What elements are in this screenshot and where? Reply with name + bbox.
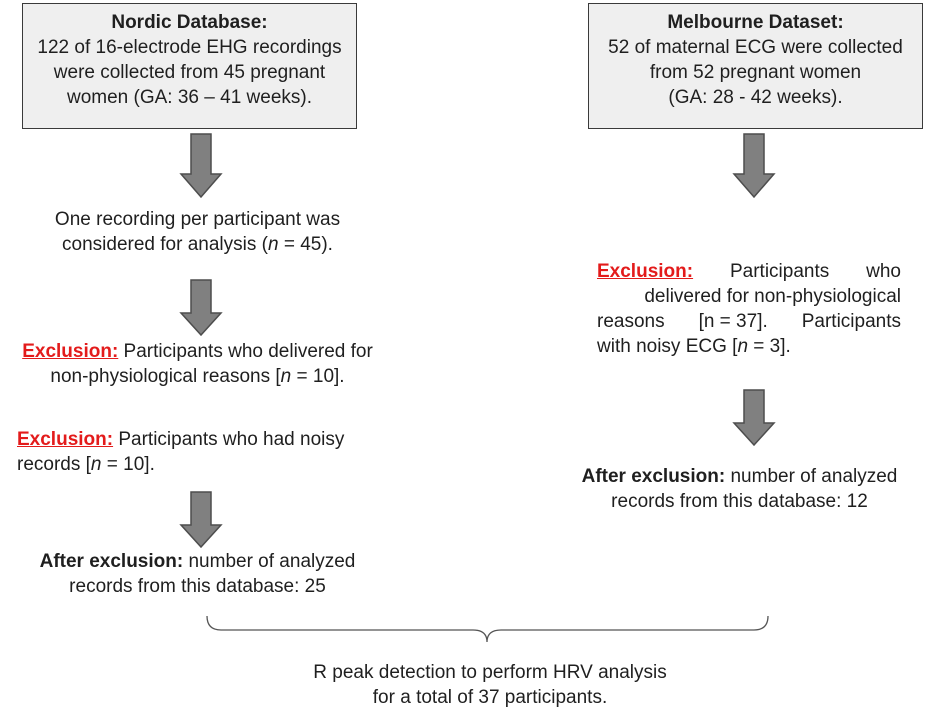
text-part: = 10]. — [101, 454, 155, 475]
merge-brace — [206, 615, 769, 643]
melbourne-exclusion-line: delivered for non-physiological — [644, 286, 901, 307]
down-arrow-icon — [732, 389, 776, 447]
nordic-exclusion-1-line: non-physiological reasons [n = 10]. — [0, 364, 395, 389]
melbourne-after-exclusion: After exclusion: number of analyzed reco… — [552, 464, 927, 514]
text-part: Participants who had noisy — [113, 429, 345, 450]
exclusion-label: Exclusion: — [597, 261, 694, 282]
text-part: = 45). — [278, 234, 333, 255]
exclusion-label: Exclusion: — [17, 429, 114, 450]
nordic-box-line: women (GA: 36 – 41 weeks). — [67, 87, 312, 108]
melbourne-box-title: Melbourne Dataset: — [667, 12, 844, 33]
nordic-box-title: Nordic Database: — [111, 12, 268, 33]
text-part: who — [866, 261, 901, 282]
nordic-after-line: After exclusion: number of analyzed — [0, 549, 395, 574]
exclusion-label: Exclusion: — [22, 341, 119, 362]
text-part: Participants — [729, 261, 830, 282]
text-part: considered for analysis ( — [62, 234, 268, 255]
summary-line: for a total of 37 participants. — [372, 687, 608, 708]
text-part: = 10]. — [291, 366, 345, 387]
after-exclusion-label: After exclusion: — [581, 466, 726, 487]
nordic-after-line: records from this database: 25 — [69, 576, 326, 597]
text-part: n — [90, 454, 102, 475]
text-part: number of analyzed — [725, 466, 898, 487]
nordic-exclusion-1-line: Exclusion: Participants who delivered fo… — [0, 339, 395, 364]
nordic-selection-text: One recording per participant was consid… — [0, 207, 395, 257]
nordic-exclusion-2: Exclusion: Participants who had noisy re… — [17, 427, 377, 477]
melbourne-dataset-box: Melbourne Dataset: 52 of maternal ECG we… — [588, 3, 923, 129]
summary-text: R peak detection to perform HRV analysis… — [240, 660, 740, 710]
text-part: reasons — [597, 311, 665, 332]
down-arrow-icon — [179, 491, 223, 549]
summary-line: R peak detection to perform HRV analysis — [313, 662, 667, 683]
text-part: n — [267, 234, 279, 255]
text-part: Participants — [801, 311, 901, 332]
nordic-box-line: were collected from 45 pregnant — [53, 62, 326, 83]
nordic-exclusion-2-line: Exclusion: Participants who had noisy — [17, 427, 377, 452]
after-exclusion-label: After exclusion: — [39, 551, 184, 572]
down-arrow-icon — [732, 133, 776, 199]
text-part: = 3]. — [748, 336, 791, 357]
nordic-database-box: Nordic Database: 122 of 16-electrode EHG… — [22, 3, 357, 129]
text-part: records [ — [17, 454, 91, 475]
nordic-exclusion-2-line: records [n = 10]. — [17, 452, 377, 477]
melbourne-box-line: (GA: 28 - 42 weeks). — [668, 87, 843, 108]
text-part: number of analyzed — [183, 551, 356, 572]
text-part: [n = 37]. — [698, 311, 768, 332]
text-part: n — [280, 366, 292, 387]
down-arrow-icon — [179, 279, 223, 337]
text-part: Participants who delivered for — [118, 341, 373, 362]
melbourne-exclusion: Exclusion: Participants who delivered fo… — [597, 259, 901, 359]
melbourne-after-line: records from this database: 12 — [611, 491, 868, 512]
melbourne-box-line: from 52 pregnant women — [649, 62, 862, 83]
melbourne-exclusion-line: reasons [n = 37]. Participants — [597, 309, 901, 334]
melbourne-box-line: 52 of maternal ECG were collected — [608, 37, 903, 58]
nordic-selection-line: considered for analysis (n = 45). — [0, 232, 395, 257]
text-part: non-physiological reasons [ — [50, 366, 281, 387]
melbourne-exclusion-line: with noisy ECG [n = 3]. — [597, 334, 901, 359]
text-part: with noisy ECG [ — [597, 336, 738, 357]
nordic-after-exclusion: After exclusion: number of analyzed reco… — [0, 549, 395, 599]
melbourne-exclusion-line: Exclusion: Participants who — [597, 259, 901, 284]
nordic-box-line: 122 of 16-electrode EHG recordings — [37, 37, 342, 58]
nordic-selection-line: One recording per participant was — [54, 209, 341, 230]
down-arrow-icon — [179, 133, 223, 199]
melbourne-after-line: After exclusion: number of analyzed — [552, 464, 927, 489]
nordic-exclusion-1: Exclusion: Participants who delivered fo… — [0, 339, 395, 389]
text-part: n — [737, 336, 749, 357]
